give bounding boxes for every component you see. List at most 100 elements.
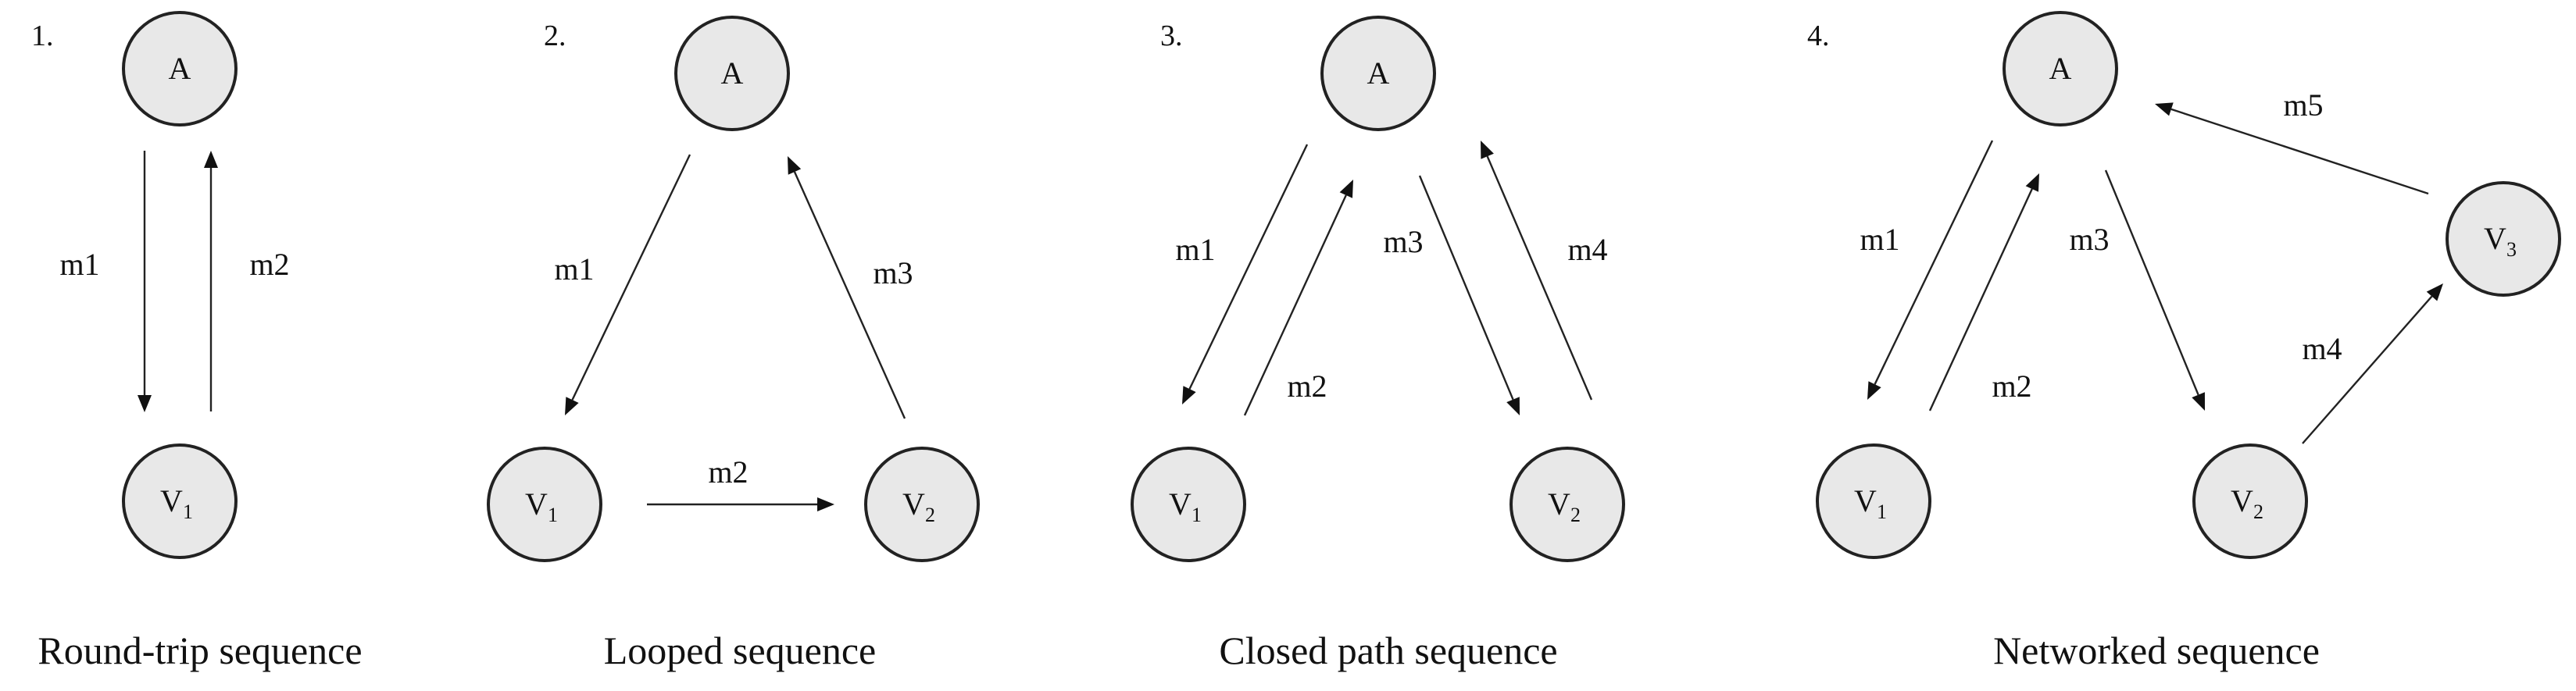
node-V1: V1 [1816,443,1931,559]
arrowhead-icon [204,151,218,168]
arrowhead-icon [2025,173,2039,192]
edge-line [2104,169,2199,396]
edge-line [1486,155,1593,401]
arrowhead-icon [1339,180,1353,198]
edge-line [1418,175,1514,401]
node-label: V2 [902,486,935,526]
edge-label: m1 [554,251,594,287]
panel-number: 1. [31,20,54,52]
edge-label: m3 [1383,224,1423,259]
node-V2: V2 [1510,447,1625,562]
node-A: A [2003,11,2118,126]
edge-label: m1 [59,247,99,282]
arrowhead-icon [1182,386,1196,404]
node-circle [122,443,238,559]
edge-line [1188,144,1309,390]
node-circle [1131,447,1246,562]
panel-caption: Round-trip sequence [38,629,362,672]
arrowhead-icon [1481,141,1494,159]
edge-m1: m1 [554,154,691,415]
node-circle [2192,443,2308,559]
edge-m5: m5 [2155,87,2429,195]
panel-caption: Closed path sequence [1219,629,1557,672]
node-label: V1 [1169,486,1202,526]
edge-m3: m3 [788,156,913,419]
node-circle [674,16,790,131]
panel-2: 2. Looped sequence m1 m2 m3 A V1 V2 [487,16,980,672]
panel-3: 3. Closed path sequence m1 m2 m3 m4 A V1 V2 [1131,16,1625,672]
edge-label: m1 [1860,222,1899,257]
node-V2: V2 [2192,443,2308,559]
node-V3: V3 [2446,181,2561,297]
edge-label: m2 [1287,369,1327,404]
arrowhead-icon [1867,381,1881,400]
node-circle [2003,11,2118,126]
edge-m4: m4 [2302,283,2443,444]
arrowhead-icon [565,397,579,415]
node-label: V1 [525,486,558,526]
arrowhead-icon [788,156,802,175]
arrowhead-icon [817,497,834,511]
node-label: V2 [2231,483,2263,523]
node-label: A [721,55,744,91]
edge-label: m1 [1175,232,1215,267]
edge-label: m2 [249,247,289,282]
panel-1: 1. Round-trip sequence m1 m2 A V1 [31,11,363,672]
node-V1: V1 [487,447,602,562]
node-label: V2 [1548,486,1581,526]
node-label: A [2049,51,2072,86]
panel-caption: Looped sequence [604,629,876,672]
node-V2: V2 [864,447,980,562]
edge-m2: m2 [1243,180,1353,416]
node-label: V1 [1854,483,1887,523]
edge-m1: m1 [1175,144,1309,404]
arrowhead-icon [2192,392,2205,411]
edge-line [1928,188,2033,411]
edge-label: m2 [708,454,748,490]
node-A: A [122,11,238,126]
node-V1: V1 [1131,447,1246,562]
edge-label: m3 [2069,222,2109,257]
node-A: A [1320,16,1436,131]
edge-label: m4 [2302,331,2342,366]
node-circle [2446,181,2561,297]
edge-line [1243,194,1347,416]
panel-caption: Networked sequence [1993,629,2320,672]
node-circle [864,447,980,562]
panel-number: 3. [1160,20,1183,52]
edge-m3: m3 [1383,175,1520,415]
node-label: V3 [2484,221,2517,261]
node-label: A [169,51,191,86]
node-circle [487,447,602,562]
edge-line [1874,140,1994,385]
arrowhead-icon [2155,102,2174,116]
arrowhead-icon [1506,397,1520,415]
panel-4: 4. Networked sequence m1 m2 m3 m4 m5 A V1 V2 V3 [1807,11,2561,672]
node-A: A [674,16,790,131]
edge-label: m3 [873,255,913,290]
node-circle [122,11,238,126]
panel-number: 2. [544,20,566,52]
edge-m1: m1 [59,151,152,412]
edge-m1: m1 [1860,140,1994,400]
edge-m2: m2 [1928,173,2039,411]
arrowhead-icon [2426,283,2443,301]
edge-m2: m2 [204,151,290,411]
node-circle [1816,443,1931,559]
node-label: V1 [160,483,193,523]
node-circle [1320,16,1436,131]
arrowhead-icon [138,395,152,412]
node-circle [1510,447,1625,562]
edge-label: m5 [2283,87,2323,123]
edge-m2: m2 [647,454,834,511]
panel-number: 4. [1807,20,1830,52]
edge-line [2302,295,2433,444]
node-label: A [1367,55,1390,91]
edge-m4: m4 [1481,141,1608,401]
edge-label: m2 [1992,369,2031,404]
edge-label: m4 [1567,232,1607,267]
edge-line [793,171,906,419]
edge-line [2170,108,2429,195]
